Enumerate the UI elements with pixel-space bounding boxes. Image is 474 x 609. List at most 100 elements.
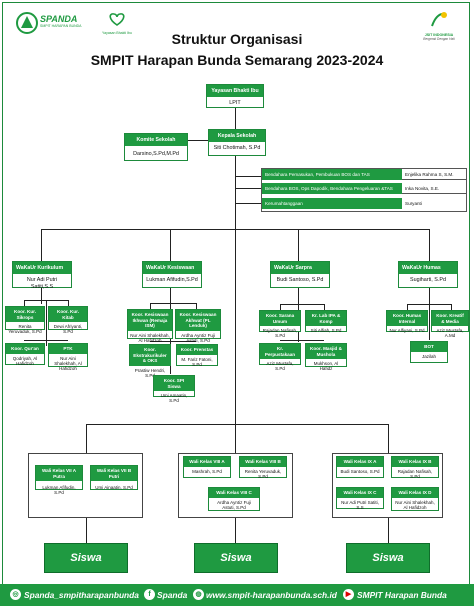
walikelas-box: Wali Kelas VIII B Renita Yeruvaduk, S.Pd [239, 456, 287, 479]
koor-name: Jazilah [421, 353, 436, 359]
globe-icon[interactable]: ◍ [193, 589, 204, 600]
yayasan-box: Yayasan Bhakti Ibu LPIT [206, 84, 264, 108]
walikelas-box: Wali Kelas VIII C Ardha Ayntiz Fuji Astu… [208, 487, 260, 511]
wakasek-name: Budi Santoso, S.Pd [276, 277, 324, 284]
instagram-icon[interactable]: ◎ [10, 589, 21, 600]
koor-role: Koor. Masjid & Mushola [306, 344, 346, 359]
kepala-sekolah-role: Kepala Sekolah [209, 130, 265, 143]
walikelas-name: Mashrah, S.Pd [192, 468, 222, 474]
komite-role: Komite Sekolah [125, 134, 187, 147]
komite-name: Darsino,S.Pd,M.Pd [133, 151, 179, 158]
facebook-icon[interactable]: f [144, 589, 155, 600]
jsit-logo-text: JSIT INDONESIA [424, 33, 454, 37]
koor-role: Koor. Humas Internal [387, 311, 427, 326]
koor-name: Nur Alfiyani, S.Pd [389, 328, 425, 333]
koor-role: Koor. Kreatif & Media [432, 311, 468, 326]
koor-name: Mukhson, Al Hafidz [313, 361, 339, 372]
walikelas-role: Wali Kelas VII B Putri [91, 466, 137, 481]
koor-role: Koor. Qur'an [6, 344, 44, 354]
koor-name: Siti Alfiah, S.Pd [310, 328, 342, 333]
koor-role: Kr. Perpustakaan [260, 344, 300, 359]
koor-role: Koor. SPI Siswa [154, 376, 194, 391]
wakasek-role: WaKaUr Sarpra [271, 262, 329, 275]
school-emblem-icon [16, 12, 38, 34]
wakasek-sarpra-box: WaKaUr Sarpra Budi Santoso, S.Pd [270, 261, 330, 288]
koor-box: Koor. Masjid & Mushola Mukhson, Al Hafid… [305, 343, 347, 371]
koor-box: Koor. Kur. Kitab Dewi Afriyanti, S.Pd [48, 306, 88, 334]
koor-box: Koor. Sarana Umum Rajadan Nafisah, S.Pd [259, 310, 301, 338]
footer-instagram[interactable]: Spanda_smpitharapanbunda [24, 590, 139, 600]
koor-name: Umi Amaatin, S.Pd [160, 393, 188, 404]
koor-box: Kr. Lab IPA & Komp Siti Alfiah, S.Pd [305, 310, 347, 333]
wakasek-name: Nur Adi Putri Satiti,S.S [26, 277, 58, 290]
walikelas-name: Ardha Ayntiz Fuji Astuti, S.Pd [217, 499, 251, 510]
walikelas-name: Renita Yeruvaduk, S.Pd [244, 468, 282, 479]
koor-role: Koor. Prenstas [177, 345, 217, 355]
walikelas-role: Wali Kelas IX D [392, 488, 438, 498]
footer-bar: ◎ Spanda_smpitharapanbunda f Spanda ◍ ww… [0, 584, 474, 606]
wakasek-name: Lukman Afifudin,S.Pd [146, 277, 198, 284]
bendahara-role: Bendahara Pemasukan, Pembukuan BOS dan T… [262, 169, 402, 180]
walikelas-box: Wali Kelas VIII A Mashrah, S.Pd [183, 456, 231, 478]
walikelas-role: Wali Kelas IX B [392, 457, 438, 467]
walikelas-box: Wali Kelas VII A Putra Lukman Afifudin, … [35, 465, 83, 495]
koor-role: Koor. Sarana Umum [260, 311, 300, 326]
koor-name: Rajadan Nafisah, S.Pd [262, 328, 298, 339]
spanda-logo-subtext: SMPIT HARAPAN BUNDA [40, 24, 82, 28]
siswa-box: Siswa [44, 543, 128, 573]
wakasek-name: Sugiharti, S.Pd [410, 277, 446, 284]
walikelas-name: Umi Ainaatin, S.Pd [95, 485, 133, 490]
walikelas-box: Wali Kelas IX C Nur Adi Putri Satiti, S.… [336, 487, 384, 510]
yayasan-logo-text: Yayasan Bhakti Ibu [102, 31, 132, 35]
yayasan-name: LPIT [229, 100, 241, 107]
footer-facebook[interactable]: Spanda [157, 590, 188, 600]
koor-box: Kr. Perpustakaan Aziz Mustafa, S.Pd [259, 343, 301, 371]
wakasek-humas-box: WaKaUr Humas Sugiharti, S.Pd [398, 261, 458, 288]
bendahara-row: Bendahara BOS, Ops Dapodik, Bendahara Pe… [262, 183, 466, 194]
koor-role: Koor. Kesiswaan Akhwat (PL Lenduk) [176, 310, 220, 331]
walikelas-name: Budi Santoso, S.Pd [340, 468, 380, 474]
koor-box: Koor. Kesiswaan Ikhwan (Remaja ISM) Nur … [127, 309, 173, 343]
koor-box: PTK Nur Aini Shalekhah, Al Hafidzoh [48, 343, 88, 371]
koor-role: PTK [49, 344, 87, 354]
bendahara-row: Bendahara Pemasukan, Pembukuan BOS dan T… [262, 169, 466, 180]
kepala-sekolah-box: Kepala Sekolah Siti Chotimah, S.Pd [208, 129, 266, 156]
yayasan-role: Yayasan Bhakti Ibu [207, 85, 263, 98]
bendahara-name: Inka Novita, S.E. [405, 186, 440, 191]
koor-role: Koor. Ekstrakurikuler & OKS [130, 345, 170, 366]
koor-role: Koor. Kur. Sikrops [6, 307, 44, 322]
bendahara-role: Bendahara BOS, Ops Dapodik, Bendahara Pe… [262, 183, 402, 194]
walikelas-name: Nur Aini Shalekhah, Al Hafidzoh [395, 499, 435, 510]
footer-youtube[interactable]: SMPIT Harapan Bunda [357, 590, 447, 600]
koor-box: Koor. Ekstrakurikuler & OKS Prastiw Hend… [129, 344, 171, 378]
footer-website[interactable]: www.smpit-harapanbunda.sch.id [206, 590, 337, 600]
koor-name: Prastiw Hendri, S.Pd [134, 367, 166, 378]
koor-box: Koor. Humas Internal Nur Alfiyani, S.Pd [386, 310, 428, 333]
walikelas-role: Wali Kelas VIII A [184, 457, 230, 467]
walikelas-box: Wali Kelas IX A Budi Santoso, S.Pd [336, 456, 384, 478]
walikelas-box: Wali Kelas IX D Nur Aini Shalekhah, Al H… [391, 487, 439, 511]
walikelas-role: Wali Kelas VIII B [240, 457, 286, 467]
wakasek-kesiswaan-box: WaKaUr Kesiswaan Lukman Afifudin,S.Pd [142, 261, 202, 288]
koor-name: Nur Aini Shalekhah, Al Hafidzoh [54, 355, 82, 372]
wakasek-kurikulum-box: WaKaUr Kurikulum Nur Adi Putri Satiti,S.… [12, 261, 72, 290]
walikelas-name: Nur Adi Putri Satiti, S.S [341, 499, 379, 510]
bendahara-box: Bendahara Pemasukan, Pembukuan BOS dan T… [261, 168, 467, 212]
spanda-logo: SPANDA SMPIT HARAPAN BUNDA [40, 14, 100, 34]
koor-name: Ardha Ayntiz Fuji Astuti, S.Pd [181, 332, 215, 343]
walikelas-group-7 [28, 453, 143, 518]
page-title: Struktur Organisasi [171, 31, 303, 47]
koor-box: Koor. Kesiswaan Akhwat (PL Lenduk) Ardha… [175, 309, 221, 343]
jsit-logo-subtext: Bergerak Dengan Hati [423, 37, 455, 41]
koor-box: Koor. Prenstas M. Fariz Fatoni, S.Pd [176, 344, 218, 367]
koor-role: Koor. Kesiswaan Ikhwan (Remaja ISM) [128, 310, 172, 331]
walikelas-box: Wali Kelas IX B Rajadan Nafisah, S.Pd [391, 456, 439, 479]
bendahara-name: Enjelika Rahma S, S.M. [405, 172, 454, 177]
wakasek-role: WaKaUr Kurikulum [13, 262, 71, 275]
walikelas-name: Lukman Afifudin, S.Pd [42, 485, 76, 496]
walikelas-role: Wali Kelas VII A Putra [36, 466, 82, 481]
koor-name: Aziz Mustafa, S.Pd [266, 361, 294, 372]
youtube-icon[interactable]: ▶ [343, 589, 354, 600]
siswa-box: Siswa [346, 543, 430, 573]
koor-box: Koor. Kreatif & Media Aziz Mustafa, A.Md [431, 310, 469, 338]
